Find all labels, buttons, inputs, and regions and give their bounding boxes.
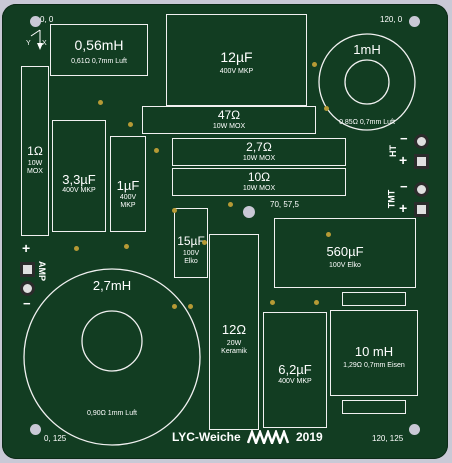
mounting-hole-tl (30, 16, 41, 27)
inductor-056-value: 0,56mH (74, 37, 124, 53)
via (154, 148, 159, 153)
resistor-10-outline (172, 168, 346, 196)
via (74, 246, 79, 251)
inductor-056-spec: 0,61Ω 0,7mm Luft (71, 58, 127, 65)
resistor-27-spec: 10W MOX (242, 155, 276, 162)
cap-1uF-outline (110, 136, 146, 232)
cap-15uF-spec-1: 100V (182, 250, 200, 257)
cap-15uF-spec-2: Elko (184, 258, 198, 265)
mounting-hole-tr (409, 16, 420, 27)
axis-y-label: Y (26, 40, 31, 47)
amp-plus-pad (20, 262, 35, 277)
coord-bottom-left: 0, 125 (44, 434, 67, 443)
cap-62uF-outline (263, 312, 327, 428)
resistor-27-value: 2,7Ω (246, 140, 272, 154)
via (202, 240, 207, 245)
cap-62uF-spec: 400V MKP (278, 378, 312, 385)
tmt-label: TMT (386, 189, 397, 209)
via (324, 106, 329, 111)
ht-minus-pad (414, 134, 429, 149)
cap-15uF-value: 15µF (177, 234, 205, 248)
inductor-27mH-spec: 0,90Ω 1mm Luft (87, 410, 137, 417)
resistor-47-spec: 10W MOX (212, 123, 246, 130)
resistor-12-spec-1: 20W (226, 340, 242, 347)
coord-center: 70, 57,5 (270, 200, 299, 209)
inductor-1mH-value: 1mH (353, 42, 381, 57)
cap-1uF-spec-2: MKP (120, 202, 136, 209)
tmt-plus-symbol: + (399, 200, 408, 216)
resistor-10-spec: 10W MOX (242, 185, 276, 192)
inductor-1mH-outline (318, 33, 416, 131)
cap-12uF-outline (166, 14, 307, 106)
pcb-board: 0, 0 120, 0 0, 125 120, 125 70, 57,5 X Y… (2, 4, 448, 459)
cap-12uF-value: 12µF (220, 49, 253, 65)
via (98, 100, 103, 105)
cap-33uF-outline (52, 120, 106, 232)
inductor-27mH-value: 2,7mH (92, 278, 132, 293)
mounting-hole-bl (30, 424, 41, 435)
amp-minus-pad (20, 281, 35, 296)
cap-1uF-value: 1µF (116, 178, 140, 193)
brand-logo (247, 430, 290, 444)
resistor-1-spec-1: 10W (27, 160, 43, 167)
cap-560uF-outline (274, 218, 416, 288)
coord-top-right: 120, 0 (380, 15, 403, 24)
resistor-47-outline (142, 106, 316, 134)
cap-560uF-value: 560µF (326, 244, 364, 259)
cap-62uF-value: 6,2µF (278, 362, 312, 377)
mounting-hole-center (243, 206, 255, 218)
ht-label: HT (388, 145, 398, 157)
resistor-1-outline (21, 66, 49, 236)
coord-bottom-right: 120, 125 (372, 434, 404, 443)
cap-560uF-spec: 100V Elko (329, 262, 361, 269)
inductor-10mH-value: 10 mH (354, 344, 394, 359)
inductor-27mH-outline (23, 268, 201, 446)
via (326, 232, 331, 237)
via (270, 300, 275, 305)
resistor-12-outline (209, 234, 259, 430)
resistor-27-outline (172, 138, 346, 166)
tmt-minus-pad (414, 182, 429, 197)
inductor-10mH-outline (330, 310, 418, 396)
inductor-10mH-bracket-bottom (342, 400, 406, 414)
ht-plus-pad (414, 154, 429, 169)
resistor-1-value: 1Ω (27, 144, 43, 158)
amp-label: AMP (37, 261, 47, 281)
resistor-47-value: 47Ω (217, 108, 241, 122)
inductor-10mH-spec: 1,29Ω 0,7mm Eisen (343, 362, 405, 369)
cap-33uF-value: 3,3µF (62, 172, 96, 187)
footer-title: LYC-Weiche (172, 430, 241, 444)
mounting-hole-br (409, 424, 420, 435)
cap-12uF-spec: 400V MKP (219, 68, 254, 75)
via (312, 62, 317, 67)
inductor-10mH-bracket-top (342, 292, 406, 306)
tmt-minus-symbol: − (400, 179, 408, 194)
via (314, 300, 319, 305)
via (172, 208, 177, 213)
cap-1uF-spec-1: 400V (119, 194, 137, 201)
axis-x-label: X (42, 40, 47, 47)
resistor-1-spec-2: MOX (27, 168, 43, 175)
resistor-12-spec-2: Keramik (221, 348, 247, 355)
inductor-056-outline (50, 24, 148, 76)
tmt-plus-pad (414, 202, 429, 217)
inductor-1mH-spec: 0,85Ω 0,7mm Luft (339, 119, 395, 126)
resistor-12-value: 12Ω (221, 322, 247, 337)
cap-33uF-spec: 400V MKP (62, 187, 96, 194)
coord-top-left: 0, 0 (40, 15, 54, 24)
amp-minus-symbol: − (23, 296, 31, 311)
via (228, 202, 233, 207)
via (172, 304, 177, 309)
footer-year: 2019 (296, 430, 323, 444)
via (188, 304, 193, 309)
cap-15uF-outline (174, 208, 208, 278)
ht-plus-symbol: + (399, 152, 408, 168)
resistor-10-value: 10Ω (247, 170, 271, 184)
via (128, 122, 133, 127)
ht-minus-symbol: − (400, 131, 408, 146)
amp-plus-symbol: + (22, 240, 31, 256)
axis-marker-icon (30, 29, 43, 50)
via (124, 244, 129, 249)
